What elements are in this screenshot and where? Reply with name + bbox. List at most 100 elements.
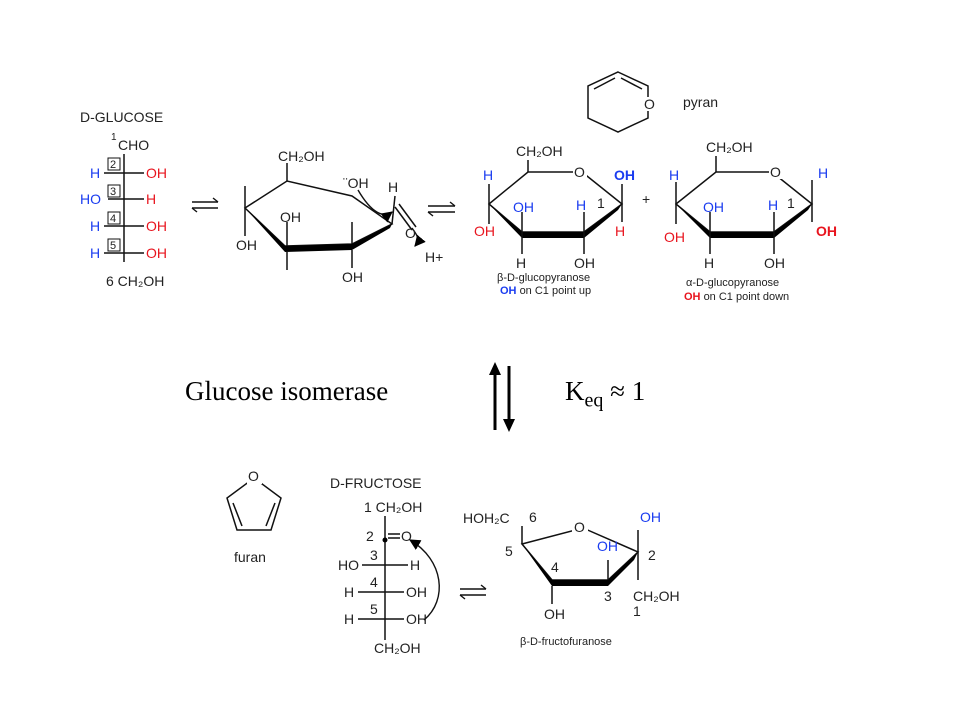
alpha-h-c2: H	[704, 255, 714, 271]
fischer-c6: 6 CH₂OH	[106, 273, 164, 289]
beta-glucopyranose: CH₂OH O H OH OH H OH H 1 OH H β-D-glucop…	[474, 143, 635, 297]
furanose-name: β-D-fructofuranose	[520, 636, 612, 648]
beta-oh-c2: OH	[574, 255, 595, 271]
fischer-row-4-right: OH	[146, 218, 167, 234]
open-oh-mid: OH	[280, 209, 301, 225]
furanose-c1: 1	[633, 603, 641, 619]
beta-oh-c1: OH	[614, 167, 635, 183]
fischer-row-3-left: HO	[80, 191, 101, 207]
fructose-c1: 1 CH₂OH	[364, 499, 422, 515]
fructose-row-5-left: H	[344, 611, 354, 627]
fructose-row-4-right: OH	[406, 584, 427, 600]
alpha-note-oh: OH	[684, 291, 701, 303]
glucose-title: D-GLUCOSE	[80, 109, 163, 125]
equilibrium-arrows-1	[191, 197, 219, 213]
alpha-name: α-D-glucopyranose	[686, 277, 779, 289]
caption-row: Glucose isomerase Keq ≈ 1	[0, 372, 960, 422]
alpha-oh-c3: OH	[664, 229, 685, 245]
pyran-label: pyran	[683, 94, 718, 110]
furanose-c4: 4	[551, 559, 559, 575]
beta-h-c3: H	[576, 197, 586, 213]
alpha-c1-num: 1	[787, 195, 795, 211]
alpha-h-c3: H	[768, 197, 778, 213]
open-oh-left: OH	[236, 237, 257, 253]
fructose-row-3-num: 3	[370, 547, 378, 563]
fructose-row-4-left: H	[344, 584, 354, 600]
open-ch2oh: CH₂OH	[278, 148, 325, 164]
alpha-oh-c4: OH	[703, 199, 724, 215]
fischer-row-2-right: OH	[146, 165, 167, 181]
fructose-title: D-FRUCTOSE	[330, 475, 422, 491]
beta-h-c1: H	[615, 223, 625, 239]
enzyme-label: Glucose isomerase	[185, 376, 389, 406]
furanose-c6: 6	[529, 509, 537, 525]
beta-c1-num: 1	[597, 195, 605, 211]
beta-h-c5: H	[483, 167, 493, 183]
fructose-row-3-left: HO	[338, 557, 359, 573]
c1-group: CHO	[118, 137, 149, 153]
alpha-ring-o: O	[770, 164, 781, 180]
keq-subscript: eq	[584, 389, 604, 412]
fructose-c2-o: O	[401, 528, 412, 544]
alpha-note: OH on C1 point down	[684, 291, 789, 303]
furanose-ring-o: O	[574, 519, 585, 535]
furanose-oh-c2-top: OH	[640, 509, 661, 525]
beta-note-oh: OH	[500, 285, 517, 297]
equilibrium-arrows-3	[459, 584, 487, 600]
alpha-oh-c2: OH	[764, 255, 785, 271]
beta-note-rest: on C1 point up	[520, 285, 592, 297]
open-oh-bottom: OH	[342, 269, 363, 285]
fischer-row-5-num: 5	[110, 240, 116, 252]
fructose-fischer: D-FRUCTOSE 1 CH₂OH 2 O 3 HO H 4 H OH 5 H…	[330, 475, 440, 656]
beta-ch2oh: CH₂OH	[516, 143, 563, 159]
fructose-row-5-right: OH	[406, 611, 427, 627]
beta-ring-o: O	[574, 164, 585, 180]
alpha-h-c5: H	[669, 167, 679, 183]
pyran-o: O	[644, 96, 655, 112]
keq-label: Keq ≈ 1	[565, 376, 645, 412]
fischer-row-5-right: OH	[146, 245, 167, 261]
beta-oh-c4: OH	[513, 199, 534, 215]
fischer-row-2-left: H	[90, 165, 100, 181]
furan-structure: O furan	[226, 468, 282, 565]
equilibrium-arrows-2	[427, 201, 456, 217]
glucose-fischer: D-GLUCOSE 1 CHO 2 3 4 5 H OH HO H H OH H…	[80, 109, 167, 289]
beta-name: β-D-glucopyranose	[497, 272, 590, 284]
furan-label: furan	[234, 549, 266, 565]
fructose-row-3-right: H	[410, 557, 420, 573]
alpha-ch2oh: CH₂OH	[706, 139, 753, 155]
fischer-row-5-left: H	[90, 245, 100, 261]
alpha-note-rest: on C1 point down	[704, 291, 790, 303]
c1-number: 1	[111, 132, 117, 143]
open-o-ald: O	[405, 225, 416, 241]
furan-o: O	[248, 468, 259, 484]
furanose-oh-c2-inner: OH	[597, 538, 618, 554]
fischer-row-3-right: H	[146, 191, 156, 207]
fructose-c6: CH₂OH	[374, 640, 421, 656]
furanose-c5: 5	[505, 543, 513, 559]
fructose-row-4-num: 4	[370, 574, 378, 590]
keq-k: K	[565, 376, 585, 406]
alpha-oh-c1: OH	[816, 223, 837, 239]
beta-h-c2: H	[516, 255, 526, 271]
open-h-ald: H	[388, 179, 398, 195]
alpha-h-c1: H	[818, 165, 828, 181]
furanose-c3: 3	[604, 588, 612, 604]
open-hplus: H+	[425, 249, 443, 265]
furanose-c2: 2	[648, 547, 656, 563]
fischer-row-2-num: 2	[110, 159, 116, 171]
beta-oh-c3: OH	[474, 223, 495, 239]
plus-sign: +	[642, 191, 650, 207]
fructose-c2-num: 2	[366, 528, 374, 544]
fructose-row-5-num: 5	[370, 601, 378, 617]
fischer-row-4-num: 4	[110, 213, 116, 225]
open-oh-top: ¨OH	[343, 175, 369, 191]
beta-note: OH on C1 point up	[500, 285, 591, 297]
vertical-equilibrium-arrows	[489, 362, 515, 432]
alpha-glucopyranose: CH₂OH O H OH OH H OH H 1 H OH α-D-glucop…	[664, 139, 837, 303]
furanose-hoh2c: HOH₂C	[463, 510, 510, 526]
fischer-row-3-num: 3	[110, 186, 116, 198]
beta-fructofuranose: HOH₂C 6 5 O OH OH 2 4 3 OH CH₂OH 1 β-D-f…	[463, 509, 680, 648]
